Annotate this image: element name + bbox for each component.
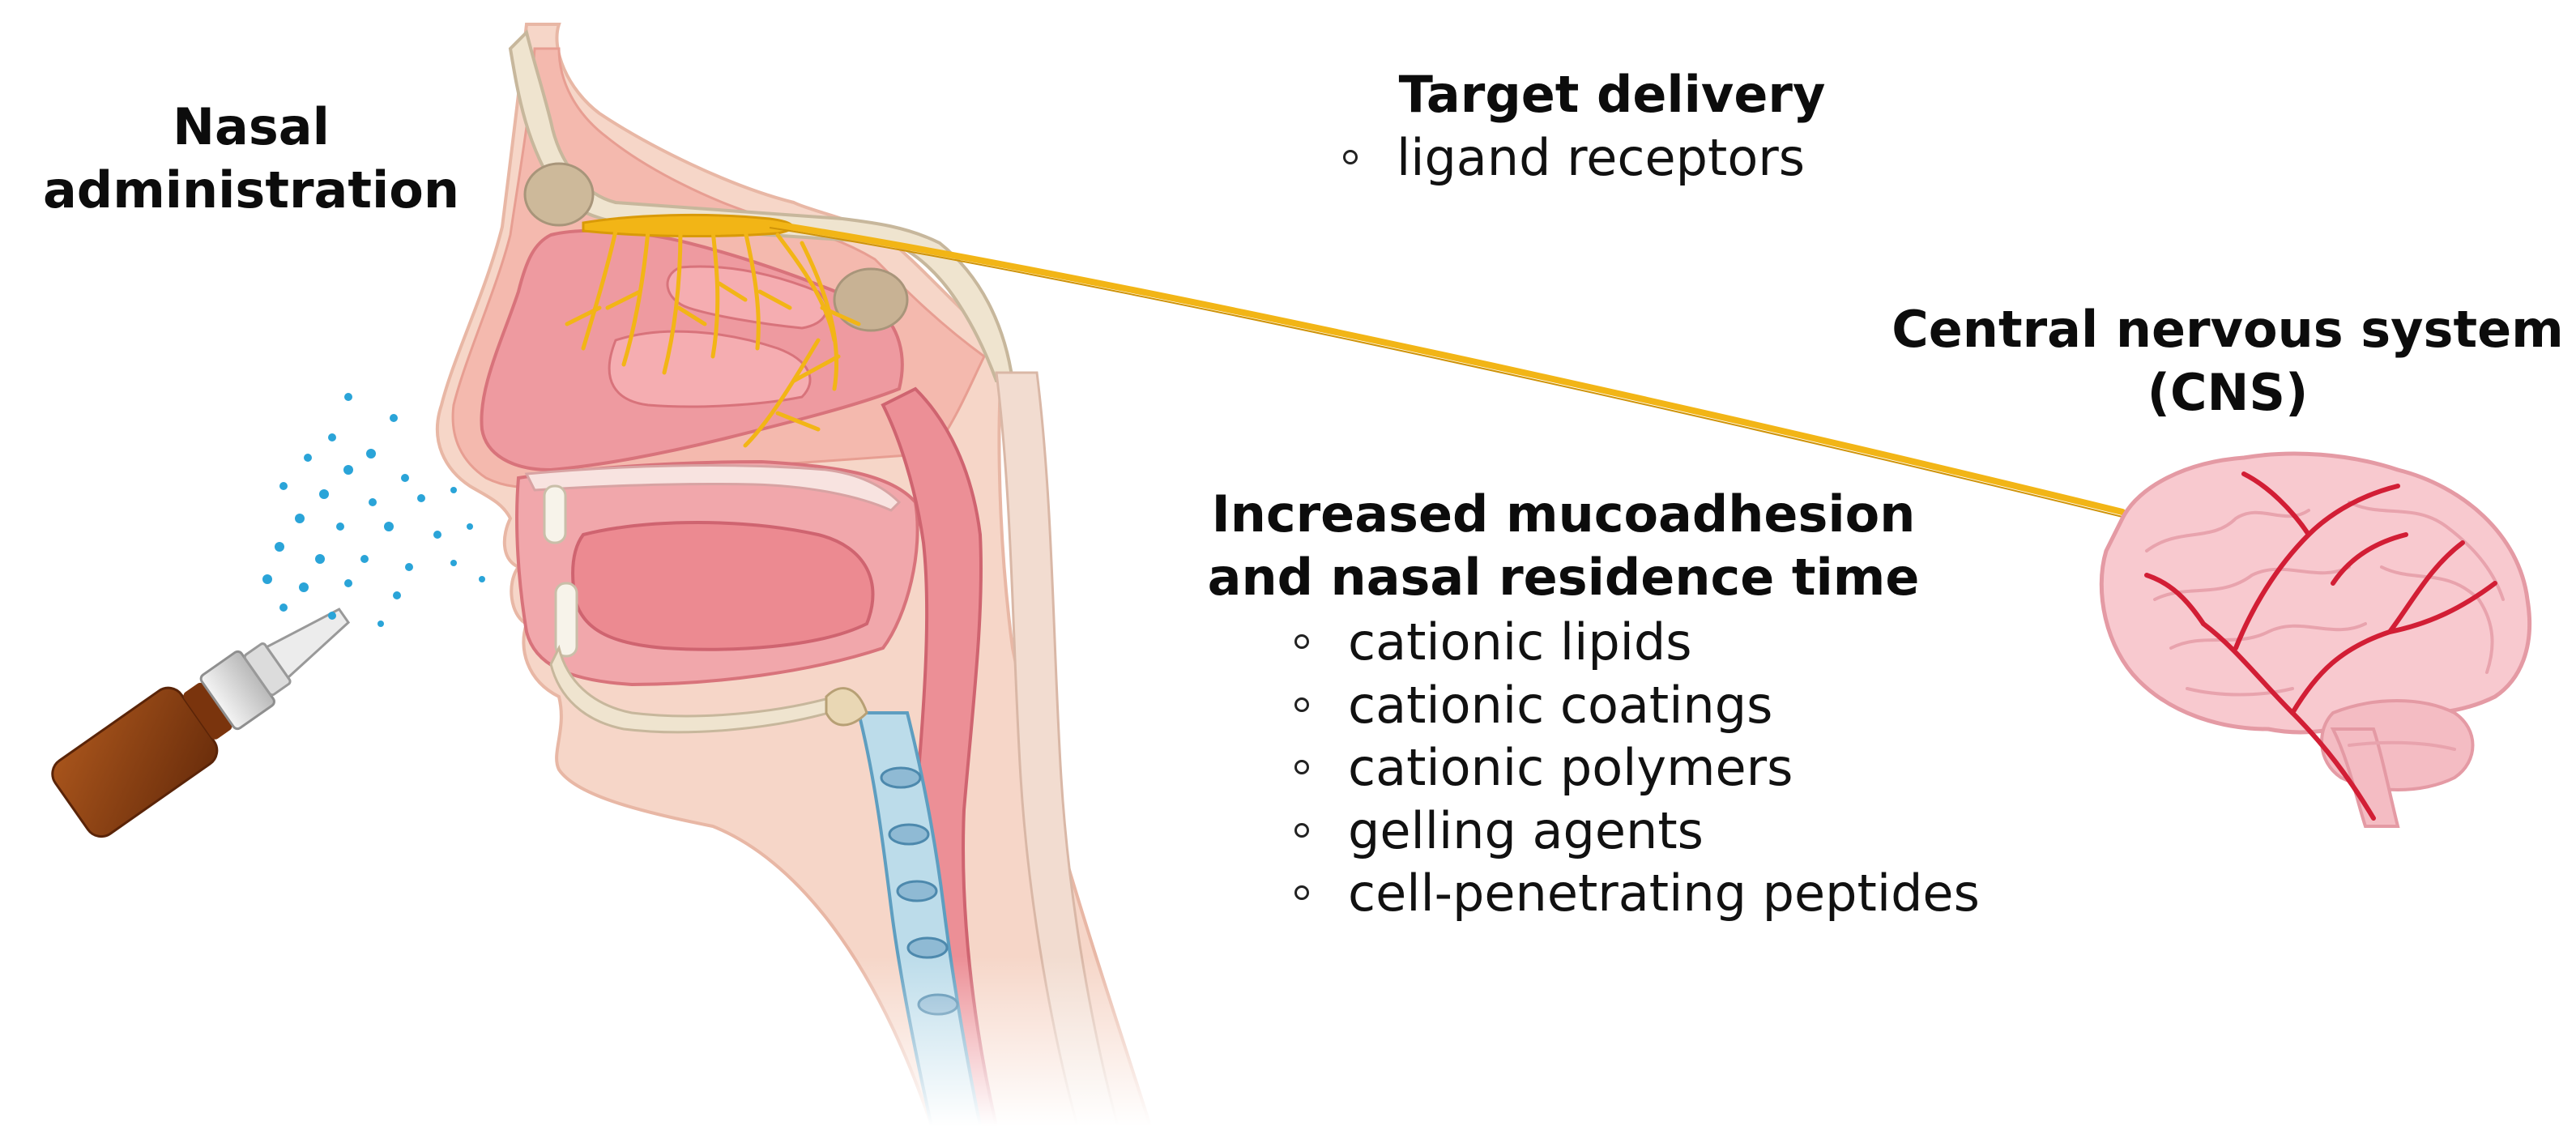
pharynx xyxy=(881,386,999,1126)
epiglottis xyxy=(825,687,868,727)
olfactory-fibers xyxy=(565,228,861,448)
lower-tooth xyxy=(554,582,578,658)
nasal-administration-label: Nasal administration xyxy=(41,96,462,222)
cns-line-2: (CNS) xyxy=(2147,363,2309,422)
list-item: cell-penetrating peptides xyxy=(1288,862,1980,925)
brain xyxy=(2099,451,2532,828)
list-item: cationic polymers xyxy=(1288,736,1980,800)
spray-nozzle xyxy=(265,608,351,680)
mucoadhesion-title-line-2: and nasal residence time xyxy=(1207,548,1920,607)
bullet-circle-icon xyxy=(1294,822,1309,838)
mucoadhesion-title: Increased mucoadhesion and nasal residen… xyxy=(1199,483,1928,609)
mucoadhesion-title-line-1: Increased mucoadhesion xyxy=(1211,484,1916,544)
palate xyxy=(524,464,902,512)
bullet-circle-icon xyxy=(1294,634,1309,649)
list-item: ligand receptors xyxy=(1337,126,1805,190)
nasal-administration-line-1: Nasal xyxy=(173,97,330,156)
bullet-circle-icon xyxy=(1294,885,1309,900)
nasal-spray-bottle xyxy=(51,608,351,838)
bottle-neck xyxy=(183,682,232,740)
cerebral-vessels xyxy=(2144,471,2497,821)
bottle-body xyxy=(51,686,219,838)
olfactory-pathway xyxy=(565,213,2126,518)
mucoadhesion-list: cationic lipids cationic coatings cation… xyxy=(1288,611,1980,925)
sphenoid-sinus xyxy=(833,267,909,332)
head-cross-section xyxy=(421,23,1231,1126)
list-item: cationic coatings xyxy=(1288,674,1980,737)
target-delivery-list: ligand receptors xyxy=(1337,126,1805,190)
bullet-circle-icon xyxy=(1343,150,1358,164)
list-item: cationic lipids xyxy=(1288,611,1980,674)
cns-line-1: Central nervous system xyxy=(1891,300,2564,359)
spine xyxy=(995,371,1120,1126)
bullet-circle-icon xyxy=(1294,697,1309,712)
target-delivery-title: Target delivery xyxy=(1398,65,1826,124)
cns-label: Central nervous system (CNS) xyxy=(1887,298,2568,424)
list-item: gelling agents xyxy=(1288,800,1980,863)
brainstem xyxy=(2330,727,2400,828)
nasal-administration-line-2: administration xyxy=(42,160,460,220)
nerve-tract xyxy=(766,220,2126,515)
upper-tooth xyxy=(543,484,567,544)
spray-droplets xyxy=(262,393,485,627)
tongue xyxy=(571,521,875,651)
frontal-sinus xyxy=(523,162,595,227)
cerebrum xyxy=(2099,451,2532,735)
bullet-circle-icon xyxy=(1294,760,1309,774)
brain-gyri xyxy=(2145,501,2505,751)
